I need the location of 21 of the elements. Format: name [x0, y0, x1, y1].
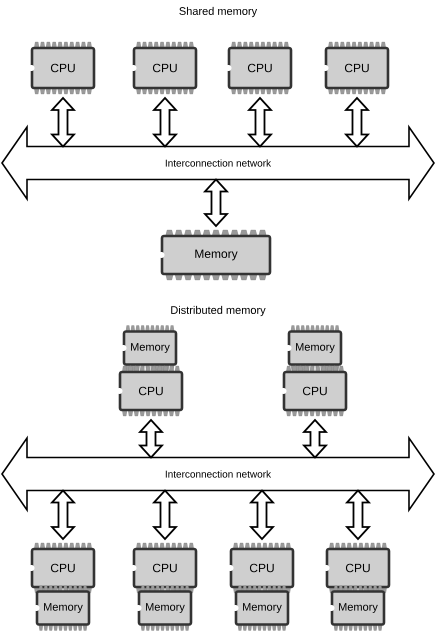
cpu-chip: CPU [280, 366, 348, 416]
cpu-chip: CPU [226, 42, 292, 94]
memory-chip: Memory [286, 325, 342, 371]
double-arrow-bus: Interconnection network [1, 435, 435, 513]
cpu-chip: CPU [116, 366, 184, 416]
memory-chip: Memory [136, 585, 192, 631]
cpu-chip: CPU [324, 542, 390, 594]
cpu-chip: CPU [228, 542, 294, 594]
cpu-chip: CPU [130, 542, 198, 594]
memory-chip: Memory [120, 325, 178, 371]
memory-chip: Memory [158, 230, 272, 280]
memory-chip: Memory [232, 585, 290, 631]
cpu-chip: CPU [28, 542, 96, 594]
heading: Shared memory [179, 6, 258, 18]
memory-chip: Memory [34, 585, 90, 631]
cpu-chip: CPU [28, 42, 96, 94]
cpu-chip: CPU [130, 42, 198, 94]
heading: Distributed memory [171, 306, 266, 316]
cpu-chip: CPU [322, 42, 390, 94]
double-arrow-bus: Interconnection network [1, 124, 435, 202]
memory-chip: Memory [328, 585, 386, 631]
